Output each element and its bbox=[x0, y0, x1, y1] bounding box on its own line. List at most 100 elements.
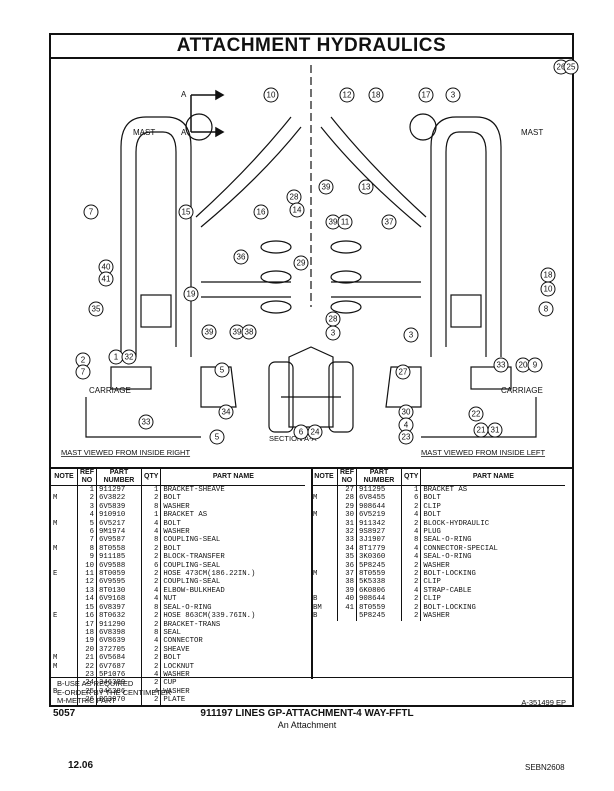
cell-qty: 2 bbox=[141, 578, 162, 587]
callout-circle bbox=[307, 424, 323, 440]
cell-name: BOLT-LOCKING bbox=[423, 570, 476, 579]
cell-qty: 6 bbox=[141, 561, 162, 571]
cell-name: CLIP bbox=[423, 578, 441, 587]
callout-number: 14 bbox=[293, 206, 302, 215]
cell-part: 5P1076 bbox=[96, 670, 142, 680]
cell-note bbox=[51, 578, 78, 587]
cell-note: E bbox=[51, 570, 78, 579]
cell-name: SEAL-O-RING bbox=[423, 536, 472, 545]
cell-name: BRACKET-TRANS bbox=[163, 620, 221, 629]
cell-name: BLOCK-TRANSFER bbox=[163, 553, 225, 562]
cell-ref: 13 bbox=[77, 586, 97, 596]
cell-part: 911290 bbox=[96, 620, 142, 629]
cell-ref: 11 bbox=[77, 570, 97, 579]
callout-circle bbox=[178, 204, 194, 220]
cell-note bbox=[311, 544, 338, 554]
cell-name: WASHER bbox=[163, 670, 190, 679]
cell-ref: 17 bbox=[77, 620, 97, 629]
callout-circle bbox=[358, 179, 374, 195]
callout-number: 39 bbox=[205, 328, 214, 337]
cell-part: 911297 bbox=[96, 485, 142, 495]
cell-ref: 35 bbox=[337, 553, 357, 562]
callout-number: 23 bbox=[402, 433, 411, 442]
col-qty: QTY bbox=[141, 469, 162, 486]
callout-number: 10 bbox=[267, 91, 276, 100]
cell-ref: 21 bbox=[77, 654, 97, 663]
cell-ref: 7 bbox=[77, 536, 97, 545]
cell-ref: 10 bbox=[77, 561, 97, 571]
cell-qty: 8 bbox=[141, 536, 162, 545]
cell-note bbox=[51, 645, 78, 655]
callout-circle bbox=[395, 364, 411, 380]
callout-number: 38 bbox=[245, 328, 254, 337]
cell-qty: 2 bbox=[401, 519, 422, 529]
cell-part: 6V5219 bbox=[356, 511, 402, 520]
cell-part: 6V8639 bbox=[96, 637, 142, 646]
cell-qty: 8 bbox=[141, 628, 162, 638]
cell-part: 6V9588 bbox=[96, 561, 142, 571]
cell-ref: 25 bbox=[77, 687, 97, 697]
cell-name: CUP bbox=[163, 679, 177, 688]
cell-ref: 22 bbox=[77, 662, 97, 671]
callout-number: 1 bbox=[114, 353, 119, 362]
callout-number: 35 bbox=[92, 305, 101, 314]
cell-qty: 4 bbox=[141, 670, 162, 680]
view-left-caption: MAST VIEWED FROM INSIDE RIGHT bbox=[61, 448, 190, 457]
cell-qty: 4 bbox=[141, 637, 162, 646]
callout-circle bbox=[418, 87, 434, 103]
callout-number: 31 bbox=[491, 426, 500, 435]
parts-table-right: NOTE REF NO PART NUMBER QTY PART NAME 27… bbox=[311, 469, 572, 679]
cell-part: 5P8245 bbox=[356, 561, 402, 571]
cell-qty: 2 bbox=[401, 612, 422, 621]
cell-part: 372705 bbox=[96, 645, 142, 655]
cell-qty: 4 bbox=[141, 586, 162, 596]
callout-number: 28 bbox=[290, 193, 299, 202]
cell-ref: 40 bbox=[337, 595, 357, 604]
cell-note: B bbox=[51, 687, 78, 697]
cell-part: 908644 bbox=[356, 595, 402, 604]
callout-number: 20 bbox=[519, 361, 528, 370]
cell-note: M bbox=[311, 511, 338, 520]
cell-name: BOLT bbox=[423, 511, 441, 520]
cell-note bbox=[51, 485, 78, 495]
callout-number: 37 bbox=[385, 218, 394, 227]
cell-ref: 1 bbox=[77, 485, 97, 495]
callout-circle bbox=[563, 59, 579, 75]
callout-number: 15 bbox=[182, 208, 191, 217]
mast-right-label: MAST bbox=[521, 128, 543, 137]
cell-name: BRACKET AS bbox=[423, 486, 468, 494]
cell-ref: 30 bbox=[337, 511, 357, 520]
cell-qty: 4 bbox=[141, 687, 162, 697]
cell-note bbox=[311, 578, 338, 587]
cell-name: BOLT bbox=[163, 654, 181, 663]
cell-qty: 2 bbox=[141, 696, 162, 705]
cell-name: NUT bbox=[163, 595, 177, 604]
cell-note: M bbox=[51, 544, 78, 554]
cell-qty: 4 bbox=[401, 586, 422, 596]
carriage-left-label: CARRIAGE bbox=[89, 386, 131, 395]
callout-number: 16 bbox=[257, 208, 266, 217]
cell-name: SHEAVE bbox=[163, 645, 190, 654]
callout-circle bbox=[253, 204, 269, 220]
callout-circle bbox=[138, 414, 154, 430]
drawing-ref: A-351499 EP bbox=[521, 697, 566, 707]
cell-part: 911295 bbox=[356, 485, 402, 495]
callout-circle bbox=[214, 362, 230, 378]
callout-number: 29 bbox=[297, 259, 306, 268]
cell-note bbox=[51, 603, 78, 613]
callout-number: 18 bbox=[372, 91, 381, 100]
